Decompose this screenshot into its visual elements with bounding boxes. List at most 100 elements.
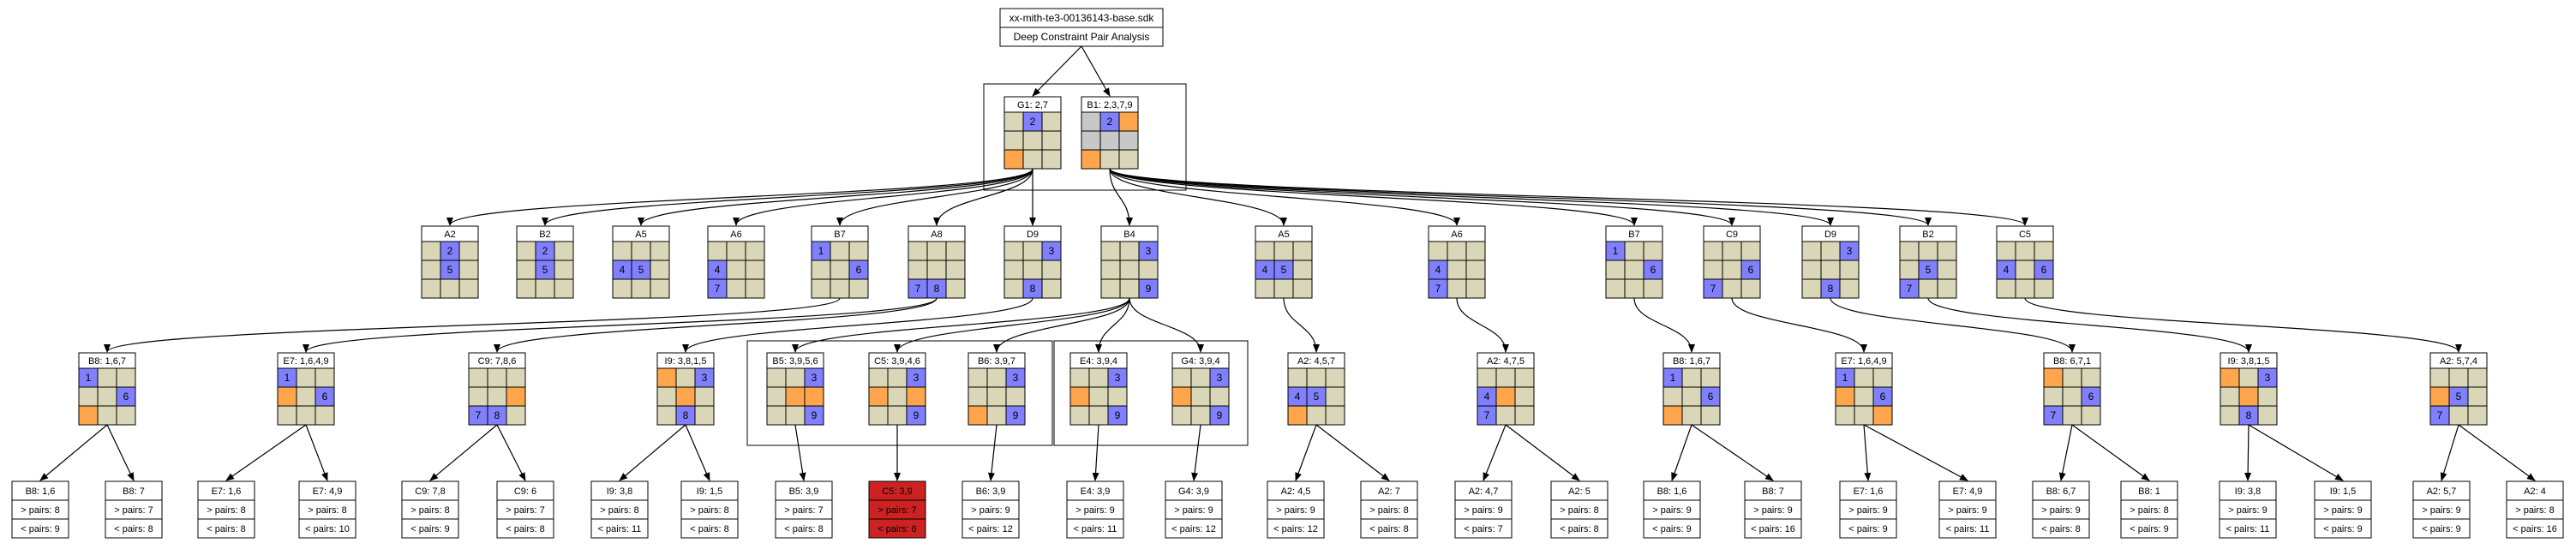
level2-node[interactable]: B8: 1,6,71 6 <box>78 352 136 426</box>
leaf-node[interactable]: E7: 4,9> pairs: 9< pairs: 11 <box>1938 480 1997 539</box>
leaf-node[interactable]: B6: 3,9> pairs: 9< pairs: 12 <box>962 480 1020 539</box>
level2-node[interactable]: G4: 3,9,439 <box>1171 352 1230 426</box>
grid-cell: 6 <box>315 386 335 407</box>
level2-node[interactable]: B8: 6,7,167 <box>2043 352 2101 426</box>
grid-cell <box>1138 260 1159 280</box>
leaf-node[interactable]: B8: 6,7> pairs: 9< pairs: 8 <box>2032 480 2090 539</box>
level2-node[interactable]: I9: 3,8,1,538 <box>656 352 715 426</box>
node-label: G4: 3,9,4 <box>1181 356 1219 367</box>
grid-cell <box>887 405 908 426</box>
grid-cell <box>1003 130 1024 151</box>
level2-node[interactable]: B5: 3,9,5,639 <box>766 352 824 426</box>
grid-cell <box>1801 260 1822 280</box>
grid-cell <box>2015 278 2035 299</box>
leaf-node[interactable]: G4: 3,9> pairs: 9< pairs: 12 <box>1165 480 1223 539</box>
node-label: E7: 1,6,4,9 <box>283 356 328 367</box>
leaf-node[interactable]: A2: 4,7> pairs: 9< pairs: 7 <box>1454 480 1513 539</box>
level2-node[interactable]: E7: 1,6,4,91 6 <box>277 352 335 426</box>
leaf-node[interactable]: B8: 7> pairs: 9< pairs: 16 <box>1744 480 1802 539</box>
leaf-pairs-gt: > pairs: 9 <box>1075 505 1115 516</box>
leaf-node[interactable]: C9: 7,8> pairs: 8< pairs: 9 <box>401 480 459 539</box>
grid-cell: 1 <box>78 367 99 388</box>
node-label: A5 <box>1278 230 1289 240</box>
leaf-node[interactable]: B8: 1> pairs: 8< pairs: 9 <box>2120 480 2178 539</box>
root-node[interactable]: B1: 2,3,7,92 <box>1081 96 1139 170</box>
grid-cell <box>1118 111 1139 132</box>
level2-node[interactable]: E7: 1,6,4,916 <box>1835 352 1893 426</box>
node-label: C9: 7,8,6 <box>478 356 517 367</box>
leaf-node[interactable]: E4: 3,9> pairs: 9< pairs: 11 <box>1066 480 1124 539</box>
tree-edge <box>1109 168 1460 226</box>
leaf-node[interactable]: I9: 3,8> pairs: 8< pairs: 11 <box>590 480 649 539</box>
leaf-label: B8: 7 <box>123 486 145 497</box>
leaf-node[interactable]: E7: 1,6> pairs: 8< pairs: 8 <box>197 480 255 539</box>
leaf-node[interactable]: A2: 5> pairs: 8< pairs: 8 <box>1550 480 1609 539</box>
grid-cell <box>1119 278 1140 299</box>
root-node[interactable]: G1: 2,72 <box>1003 96 1062 170</box>
level2-node[interactable]: I9: 3,8,1,538 <box>2220 352 2278 426</box>
level2-node[interactable]: B6: 3,9,739 <box>967 352 1026 426</box>
grid-cell <box>1041 149 1062 170</box>
grid-cell: 9 <box>1005 405 1026 426</box>
grid-cell <box>726 278 746 299</box>
node-label: B8: 1,6,7 <box>88 356 126 367</box>
leaf-node[interactable]: B8: 1,6> pairs: 9< pairs: 9 <box>1643 480 1701 539</box>
grid-cell <box>1801 241 1822 261</box>
leaf-node[interactable]: A2: 4> pairs: 8< pairs: 16 <box>2506 480 2564 539</box>
grid-cell <box>277 386 297 407</box>
grid-cell <box>2238 386 2259 407</box>
candidate-digit: 6 <box>123 391 129 403</box>
level2-node[interactable]: C5: 3,9,4,639 <box>868 352 926 426</box>
grid-cell <box>887 367 908 388</box>
grid-cell <box>1605 278 1626 299</box>
leaf-pairs-gt: > pairs: 8 <box>690 505 729 516</box>
grid-cell <box>1700 405 1721 426</box>
level2-node[interactable]: A2: 4,7,547 <box>1477 352 1535 426</box>
grid-cell <box>1835 405 1855 426</box>
grid-cell: 1 <box>277 367 297 388</box>
candidate-digit: 9 <box>812 409 818 421</box>
grid-cell <box>1899 260 1920 280</box>
grid-cell <box>277 405 297 426</box>
level2-node[interactable]: E4: 3,9,439 <box>1069 352 1128 426</box>
leaf-node[interactable]: I9: 1,5> pairs: 9< pairs: 9 <box>2314 480 2372 539</box>
leaf-node[interactable]: C9: 6> pairs: 7< pairs: 8 <box>496 480 554 539</box>
level2-node[interactable]: A2: 5,7,457 <box>2429 352 2488 426</box>
leaf-node[interactable]: B8: 7> pairs: 7< pairs: 8 <box>105 480 163 539</box>
leaf-node[interactable]: A2: 4,5> pairs: 9< pairs: 12 <box>1267 480 1325 539</box>
leaf-node[interactable]: A2: 7> pairs: 8< pairs: 8 <box>1360 480 1418 539</box>
leaf-node[interactable]: B8: 1,6> pairs: 8< pairs: 9 <box>11 480 69 539</box>
grid-cell <box>726 241 746 261</box>
leaf-pairs-lt: < pairs: 11 <box>598 524 642 534</box>
leaf-node-best[interactable]: C5: 3,9> pairs: 7< pairs: 6 <box>868 480 926 539</box>
leaf-node[interactable]: I9: 1,5> pairs: 8< pairs: 8 <box>680 480 739 539</box>
node-label: B7 <box>834 230 845 240</box>
leaf-node[interactable]: B5: 3,9> pairs: 7< pairs: 8 <box>775 480 833 539</box>
leaf-pairs-lt: < pairs: 11 <box>1946 524 1990 534</box>
candidate-digit: 6 <box>322 391 328 403</box>
level2-node[interactable]: B8: 1,6,716 <box>1662 352 1721 426</box>
leaf-node[interactable]: E7: 4,9> pairs: 8< pairs: 10 <box>298 480 356 539</box>
leaf-node[interactable]: I9: 3,8> pairs: 9< pairs: 11 <box>2219 480 2277 539</box>
leaf-pairs-lt: < pairs: 9 <box>1652 524 1692 534</box>
leaf-node[interactable]: A2: 5,7> pairs: 9< pairs: 9 <box>2412 480 2471 539</box>
grid-cell <box>78 405 99 426</box>
leaf-node[interactable]: E7: 1,6> pairs: 9< pairs: 9 <box>1839 480 1897 539</box>
